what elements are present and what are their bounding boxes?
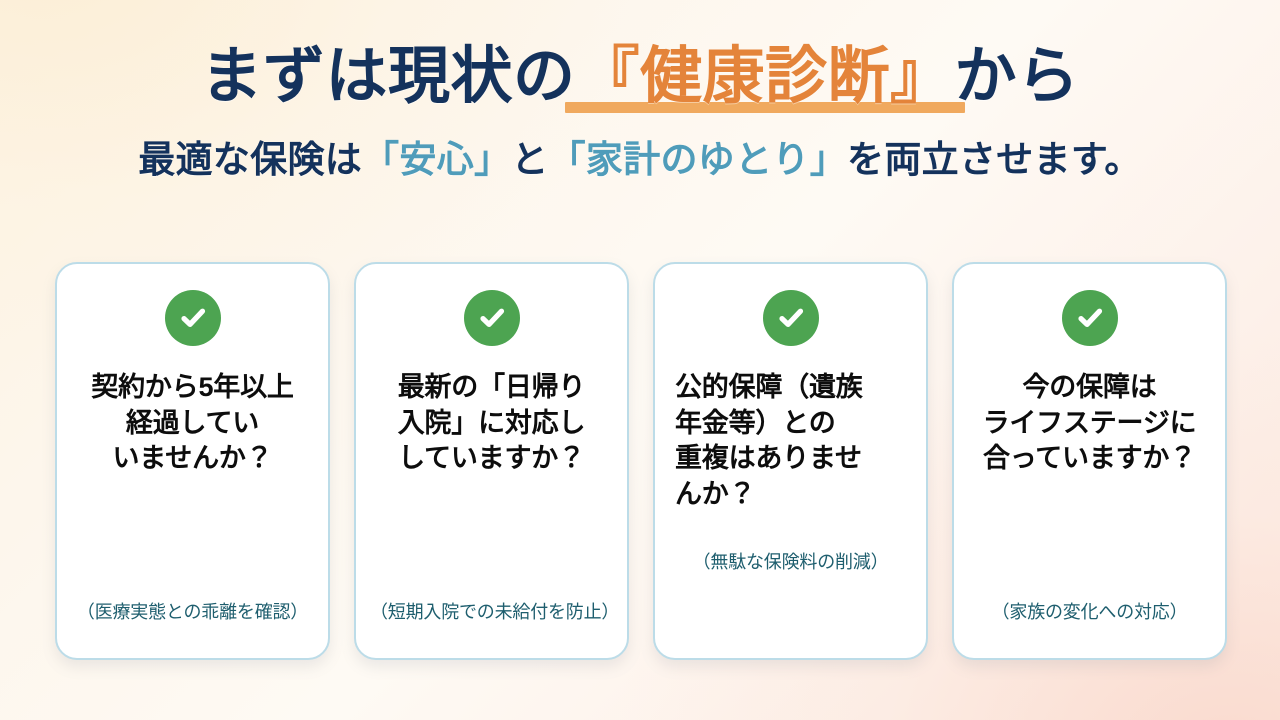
card-caption: （医療実態との乖離を確認） — [76, 602, 309, 623]
card-heading: 最新の「日帰り 入院」に対応し していますか？ — [370, 370, 613, 477]
check-circle-icon — [463, 290, 520, 346]
card-heading: 公的保障（遺族 年金等）との 重複はありませ んか？ — [669, 370, 912, 513]
card-heading: 契約から5年以上 経過してい いませんか？ — [71, 370, 314, 477]
title-text-before: まずは現状の — [200, 42, 576, 111]
check-circle-icon — [164, 290, 221, 346]
card-caption: （無駄な保険料の削減） — [692, 552, 889, 573]
check-circle-icon — [1061, 290, 1118, 346]
checklist-cards-row: 契約から5年以上 経過してい いませんか？ （医療実態との乖離を確認） 最新の「… — [55, 262, 1227, 660]
subtitle-accent-kakei: 「家計のゆとり」 — [548, 139, 848, 181]
subtitle-accent-anshin: 「安心」 — [362, 139, 512, 181]
card-heading: 今の保障は ライフステージに 合っていますか？ — [968, 370, 1211, 477]
check-circle-icon — [762, 290, 819, 346]
page-title: まずは現状の『健康診断』から — [0, 42, 1280, 114]
card-heading-line: 最新の「日帰り — [397, 372, 586, 402]
card-heading-line: 入院」に対応し — [397, 407, 586, 438]
card-heading-line: んか？ — [675, 478, 756, 509]
card-heading-line: 合っていますか？ — [982, 443, 1197, 474]
card-heading-line: 年金等）との — [675, 407, 836, 438]
subtitle-text-3: を両立させます。 — [847, 139, 1142, 181]
card-heading-line: 今の保障は — [1022, 372, 1157, 402]
title-accent-health-checkup: 『健康診断』 — [565, 42, 965, 114]
card-caption: （短期入院での未給付を防止） — [370, 602, 620, 623]
checklist-card[interactable]: 今の保障は ライフステージに 合っていますか？ （家族の変化への対応） — [952, 262, 1227, 660]
card-heading-line: 公的保障（遺族 — [675, 372, 863, 402]
card-heading-line: していますか？ — [398, 443, 585, 474]
card-heading-line: 経過してい — [125, 407, 260, 438]
card-heading-line: いませんか？ — [112, 443, 273, 474]
card-heading-line: 契約から5年以上 — [91, 372, 294, 402]
checklist-card[interactable]: 契約から5年以上 経過してい いませんか？ （医療実態との乖離を確認） — [55, 262, 330, 660]
subtitle-text-1: 最適な保険は — [138, 139, 363, 181]
checklist-card[interactable]: 最新の「日帰り 入院」に対応し していますか？ （短期入院での未給付を防止） — [354, 262, 629, 660]
card-heading-line: ライフステージに — [982, 407, 1197, 438]
card-heading-line: 重複はありませ — [675, 443, 862, 474]
card-caption: （家族の変化への対応） — [991, 602, 1188, 623]
heading-block: まずは現状の『健康診断』から 最適な保険は「安心」と「家計のゆとり」を両立させま… — [0, 44, 1280, 183]
page-subtitle: 最適な保険は「安心」と「家計のゆとり」を両立させます。 — [0, 129, 1280, 183]
title-text-after: から — [954, 42, 1080, 111]
subtitle-text-2: と — [511, 139, 549, 181]
checklist-card[interactable]: 公的保障（遺族 年金等）との 重複はありませ んか？ （無駄な保険料の削減） — [653, 262, 928, 660]
